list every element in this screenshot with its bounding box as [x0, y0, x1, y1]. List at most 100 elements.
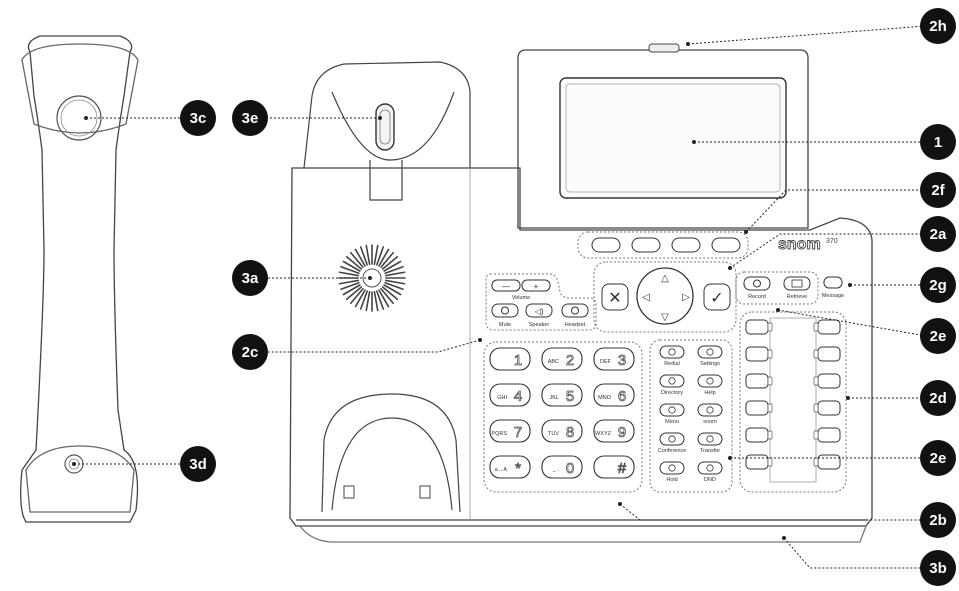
- line-key-right-2[interactable]: [813, 346, 841, 362]
- arrow-down-icon[interactable]: ▽: [661, 312, 669, 323]
- line-key-right-6[interactable]: [813, 454, 841, 470]
- dnd-icon: [706, 464, 714, 472]
- svg-text:2e: 2e: [930, 450, 947, 467]
- svg-text:2h: 2h: [929, 18, 947, 35]
- snom-label: snom: [703, 419, 717, 425]
- keypad-key-letters: a→A: [495, 467, 508, 473]
- callout-2a: 2a: [920, 216, 956, 252]
- speaker-button[interactable]: [525, 303, 553, 318]
- mute-icon: [501, 306, 509, 315]
- redial-button[interactable]: Redial: [659, 345, 685, 367]
- settings-button[interactable]: Settings: [697, 345, 723, 367]
- record-button[interactable]: [743, 276, 771, 291]
- ok-button[interactable]: [703, 283, 731, 311]
- context-key-1[interactable]: [591, 237, 621, 253]
- context-key-4[interactable]: [711, 237, 741, 253]
- keypad-key-1[interactable]: 1: [489, 347, 531, 371]
- keypad-key-digit: 6: [618, 388, 626, 405]
- snom-button[interactable]: snom: [697, 403, 723, 425]
- conference-button[interactable]: Conference: [658, 432, 686, 454]
- line-key-led: [813, 430, 819, 440]
- dnd-button[interactable]: DND: [697, 461, 723, 483]
- callout-2g: 2g: [920, 267, 956, 303]
- keypad-key-digit: 2: [566, 352, 574, 369]
- line-key-right-5[interactable]: [813, 427, 841, 443]
- audio-keys-group: — + Volume Mute ◁) Speaker Headset: [485, 273, 597, 331]
- hold-label: Hold: [666, 477, 677, 483]
- record-retrieve-group: Record Retrieve Message: [735, 271, 844, 305]
- hookswitch[interactable]: [375, 103, 395, 151]
- cancel-button[interactable]: [601, 283, 629, 311]
- retrieve-button[interactable]: [783, 276, 811, 291]
- record-label: Record: [748, 294, 766, 300]
- volume-up-button[interactable]: [521, 279, 551, 292]
- svg-text:2b: 2b: [929, 512, 947, 529]
- retrieve-label: Retrieve: [787, 294, 807, 300]
- context-key-2[interactable]: [631, 237, 661, 253]
- svg-text:3b: 3b: [929, 560, 947, 577]
- message-label: Message: [822, 293, 844, 299]
- line-key-left-6[interactable]: [745, 454, 773, 470]
- line-key-label-strip: [769, 317, 817, 483]
- line-key-left-5[interactable]: [745, 427, 773, 443]
- transfer-button[interactable]: Transfer: [697, 432, 723, 454]
- settings-label: Settings: [700, 361, 720, 367]
- conference-icon: [668, 435, 676, 443]
- svg-text:2c: 2c: [242, 344, 259, 361]
- svg-text:2e: 2e: [930, 328, 947, 345]
- keypad-key-digit: *: [515, 460, 521, 477]
- headset-button[interactable]: [561, 303, 589, 318]
- callout-2d: 2d: [920, 380, 956, 416]
- record-icon: [753, 279, 761, 288]
- callout-2e-bottom: 2e: [920, 440, 956, 476]
- callout-2h: 2h: [920, 8, 956, 44]
- hold-button[interactable]: Hold: [659, 461, 685, 483]
- line-key-left-2[interactable]: [745, 346, 773, 362]
- volume-up-icon: +: [534, 282, 539, 291]
- line-key-left-3[interactable]: [745, 373, 773, 389]
- mute-button[interactable]: [491, 303, 519, 318]
- handset-earpiece: [56, 95, 102, 141]
- line-key-right-4[interactable]: [813, 400, 841, 416]
- arrow-left-icon[interactable]: ◁: [642, 292, 650, 303]
- keypad-key-11[interactable]: _ .0: [541, 455, 583, 479]
- line-key-right-3[interactable]: [813, 373, 841, 389]
- arrow-right-icon[interactable]: ▷: [682, 292, 690, 303]
- svg-text:2d: 2d: [929, 390, 947, 407]
- line-key-right-1[interactable]: [813, 319, 841, 335]
- keypad-key-digit: #: [618, 460, 627, 477]
- keypad-key-12[interactable]: #: [593, 455, 635, 479]
- settings-icon: [706, 348, 714, 356]
- checkmark-icon: ✓: [710, 290, 723, 307]
- line-key-left-1[interactable]: [745, 319, 773, 335]
- keypad-key-digit: 0: [566, 460, 574, 477]
- svg-text:2g: 2g: [929, 277, 947, 294]
- callout-2e-top: 2e: [920, 318, 956, 354]
- svg-text:3c: 3c: [190, 110, 207, 127]
- navigation-ring[interactable]: [636, 267, 694, 325]
- line-key-led: [813, 457, 819, 467]
- menu-button[interactable]: Menu: [659, 403, 685, 425]
- transfer-label: Transfer: [700, 448, 720, 454]
- redial-icon: [668, 348, 676, 356]
- hold-icon: [668, 464, 676, 472]
- volume-down-button[interactable]: [491, 279, 521, 292]
- context-key-3[interactable]: [671, 237, 701, 253]
- help-button[interactable]: Help: [697, 374, 723, 396]
- arrow-up-icon[interactable]: △: [661, 273, 669, 284]
- model-number: 370: [826, 238, 838, 245]
- directory-button[interactable]: Directory: [659, 374, 685, 396]
- loudspeaker: [338, 244, 406, 312]
- line-key-left-4[interactable]: [745, 400, 773, 416]
- keypad-key-10[interactable]: a→A *: [489, 455, 531, 479]
